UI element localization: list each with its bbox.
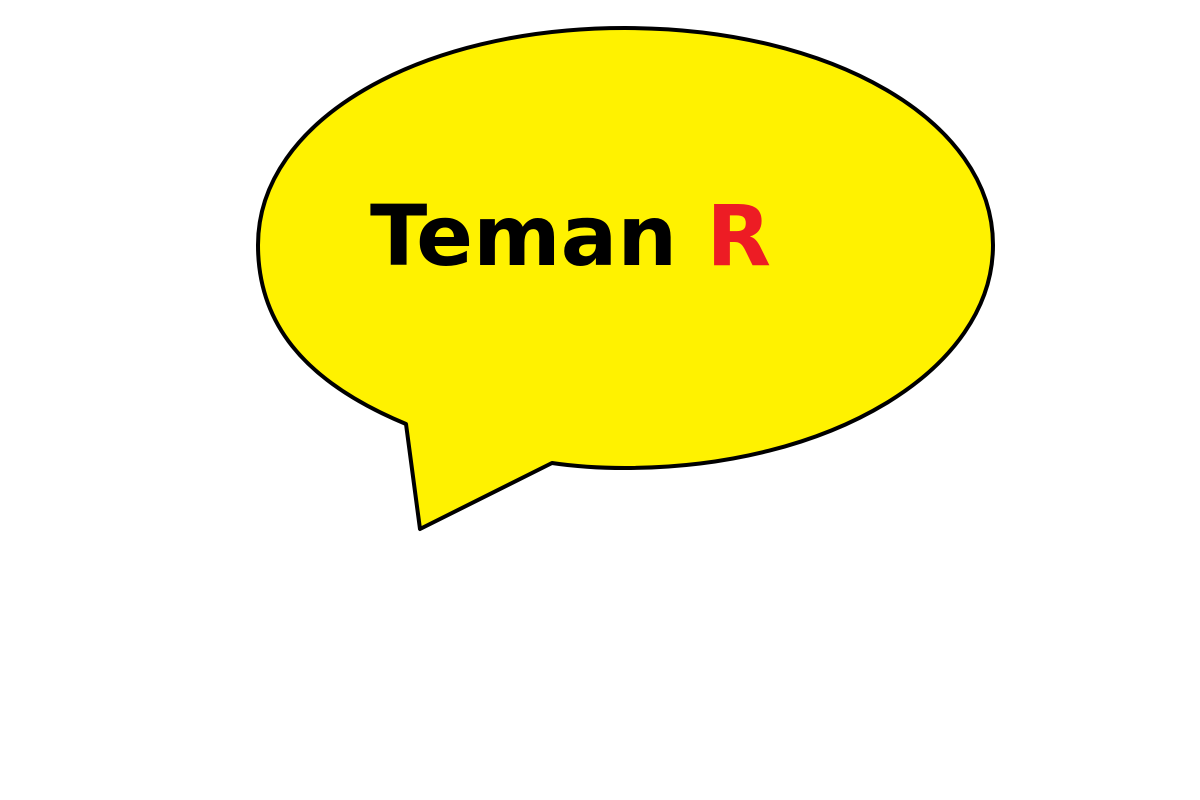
speech-bubble <box>256 26 995 531</box>
logo-word: Teman <box>370 187 677 285</box>
logo-space <box>677 187 706 285</box>
logo-text: Teman R <box>370 187 771 285</box>
speech-bubble-shape <box>256 26 995 531</box>
logo-letter: R <box>706 187 771 285</box>
